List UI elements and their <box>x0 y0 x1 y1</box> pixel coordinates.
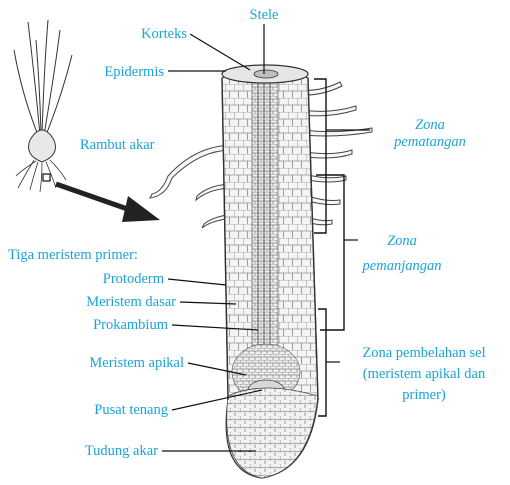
rambut-akar-label: Rambut akar <box>80 137 155 153</box>
zona-pematangan-line2: pematangan <box>393 134 466 150</box>
zoom-box <box>43 174 50 181</box>
meristem-dasar-label: Meristem dasar <box>86 294 176 310</box>
pusat-tenang-label: Pusat tenang <box>94 402 168 418</box>
onion-plant-icon <box>14 20 72 192</box>
zone-brackets <box>314 79 370 416</box>
zona-pembelahan-line1: Zona pembelahan sel <box>362 345 485 361</box>
tudung-akar-label: Tudung akar <box>85 443 158 459</box>
korteks-label: Korteks <box>141 26 187 42</box>
zona-pembelahan-line3: primer) <box>402 387 446 403</box>
prokambium-label: Prokambium <box>93 317 169 333</box>
stele-label: Stele <box>250 7 279 23</box>
zona-pematangan-line1: Zona <box>415 117 445 133</box>
root-body <box>222 65 318 478</box>
zona-pembelahan-line2: (meristem apikal dan <box>363 366 486 382</box>
meristem-apikal-label: Meristem apikal <box>89 355 184 371</box>
zona-pemanjangan-line2: pemanjangan <box>362 258 442 274</box>
zona-pemanjangan-line1: Zona <box>387 233 417 249</box>
arrow-icon <box>56 184 160 222</box>
protoderm-label: Protoderm <box>103 271 165 287</box>
epidermis-label: Epidermis <box>104 64 164 80</box>
tiga-meristem-label: Tiga meristem primer: <box>8 247 138 263</box>
